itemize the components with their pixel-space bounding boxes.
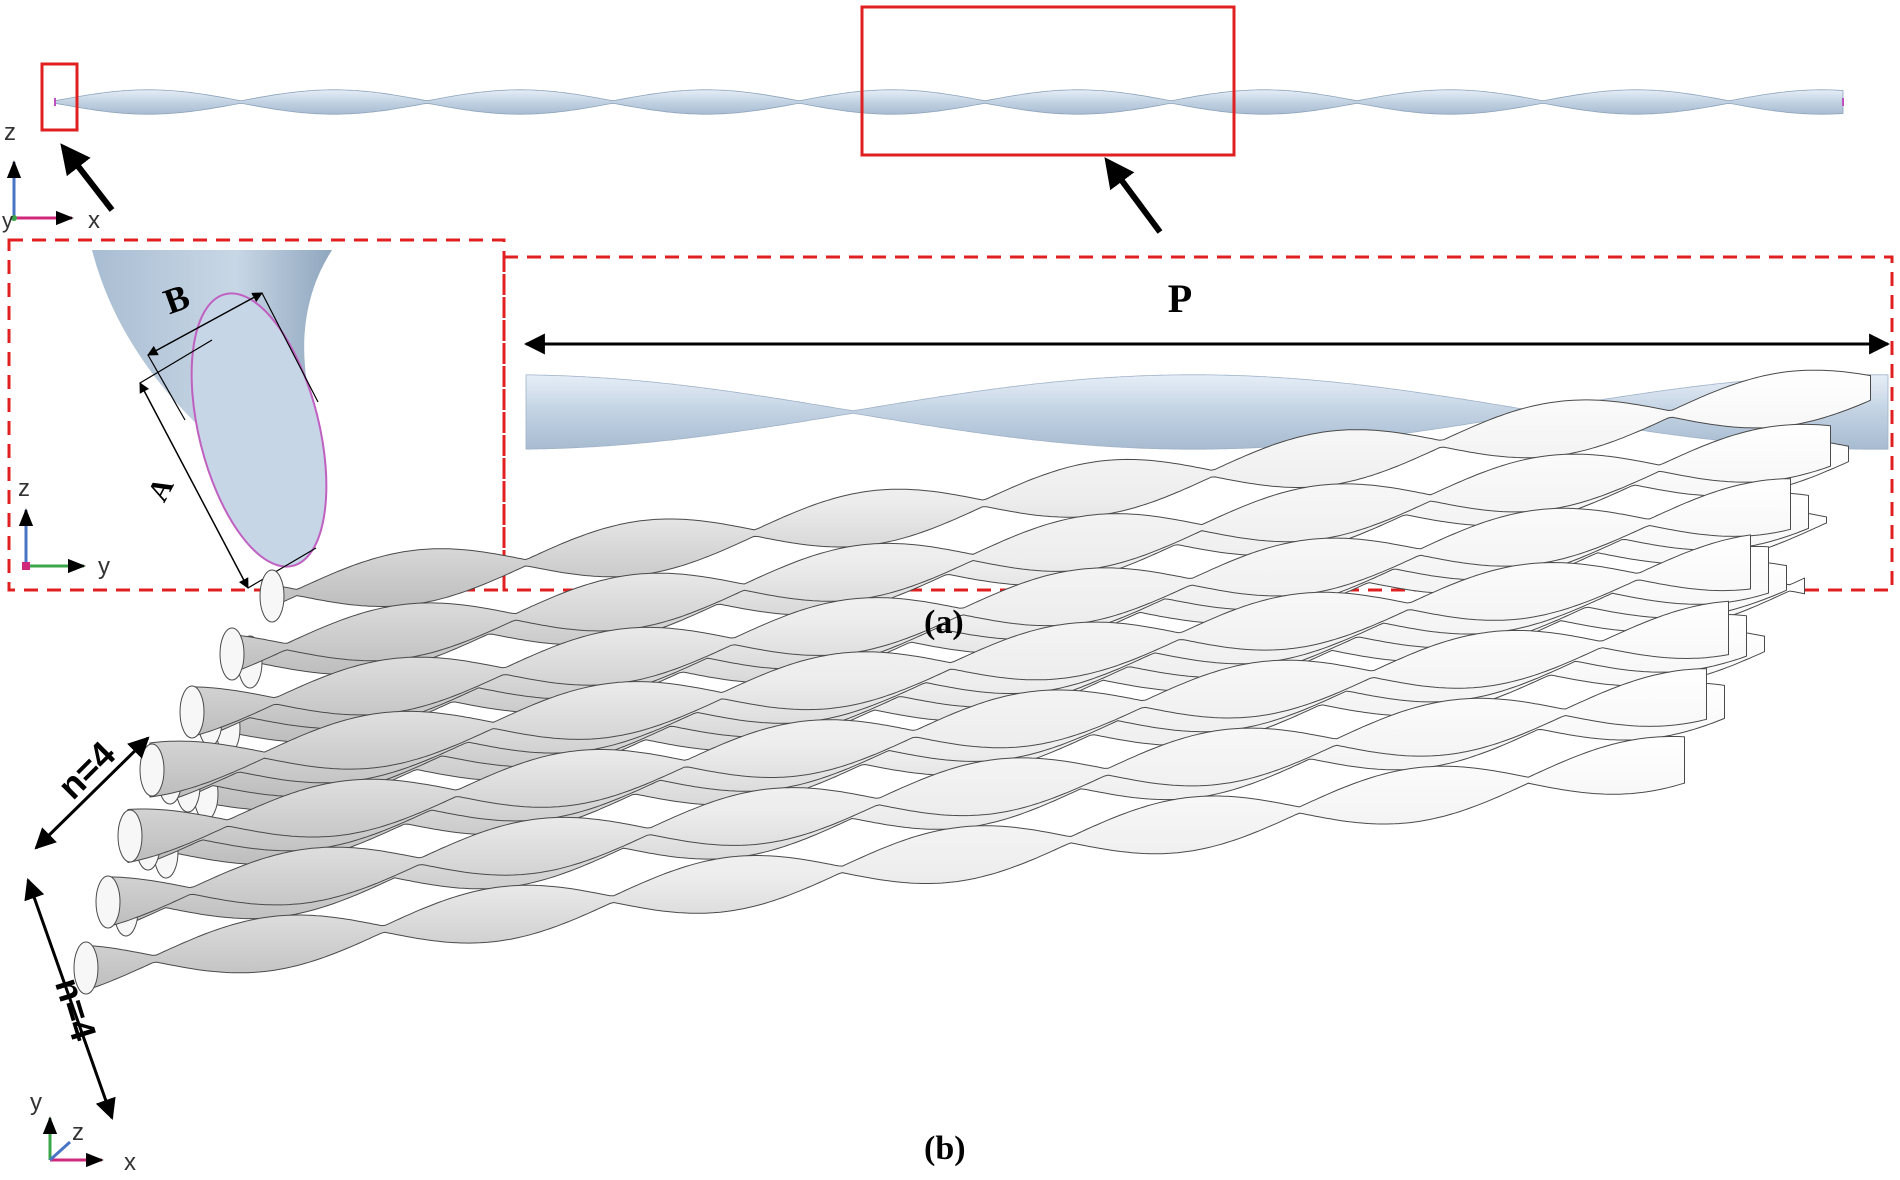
cross-section-view: B A z y bbox=[18, 250, 332, 589]
axis-label-y-bottom: y bbox=[30, 1089, 42, 1116]
axis-triad-inset: z y bbox=[18, 475, 110, 580]
pitch-highlight-box bbox=[860, 5, 1236, 157]
column-count-arrow bbox=[24, 878, 116, 1120]
axis-label-x-top: x bbox=[88, 207, 100, 234]
axis-label-z-bottom: z bbox=[72, 1119, 84, 1146]
array-tape-end-cap bbox=[95, 875, 121, 929]
array-tape-body bbox=[83, 736, 1685, 992]
end-highlight-box bbox=[40, 62, 79, 132]
array-tape-body bbox=[127, 600, 1729, 864]
cross-section-inset-box bbox=[7, 238, 506, 592]
axis-label-z-inset: z bbox=[18, 475, 30, 502]
array-tape-body bbox=[149, 534, 1751, 798]
array-tape-body bbox=[189, 478, 1791, 738]
array-tape-body bbox=[105, 668, 1707, 928]
pointer-arrow-end bbox=[60, 143, 115, 212]
label-n-row: n=4 bbox=[50, 733, 124, 807]
array-tape-end-cap bbox=[117, 809, 143, 863]
tape-segment bbox=[525, 374, 1889, 450]
dimension-line-B bbox=[147, 292, 263, 356]
axis-label-x-bottom: x bbox=[124, 1149, 136, 1176]
array-tape-end-cap bbox=[219, 627, 245, 681]
label-A: A bbox=[141, 472, 180, 507]
array-tape-end-cap bbox=[259, 569, 285, 623]
long-twisted-tape bbox=[54, 89, 1844, 115]
axis-label-y-top: y bbox=[2, 208, 13, 233]
array-tape-body bbox=[269, 369, 1871, 609]
axis-label-y-inset: y bbox=[98, 553, 110, 580]
array-tape-body bbox=[229, 423, 1831, 675]
array-tape-1-0 bbox=[179, 478, 1791, 739]
array-tape-end-cap bbox=[139, 743, 165, 797]
caption-a: (a) bbox=[924, 604, 964, 641]
axis-triad-top: z x y bbox=[2, 119, 100, 234]
axis-triad-bottom: y z x bbox=[30, 1089, 136, 1176]
axis-label-z-top: z bbox=[4, 119, 16, 146]
array-tape-2-0 bbox=[219, 423, 1831, 681]
label-P: P bbox=[1168, 276, 1192, 321]
pointer-arrow-pitch bbox=[1104, 157, 1163, 234]
dimension-line-A bbox=[139, 382, 249, 589]
caption-b: (b) bbox=[924, 1130, 966, 1167]
array-tape-3-0 bbox=[259, 369, 1871, 623]
pitch-twisted-tape bbox=[525, 374, 1889, 450]
twisted-tape-array bbox=[73, 369, 1871, 995]
row-count-arrow bbox=[34, 736, 150, 850]
tape-segment bbox=[54, 89, 1844, 115]
array-tape-end-cap bbox=[179, 685, 205, 739]
